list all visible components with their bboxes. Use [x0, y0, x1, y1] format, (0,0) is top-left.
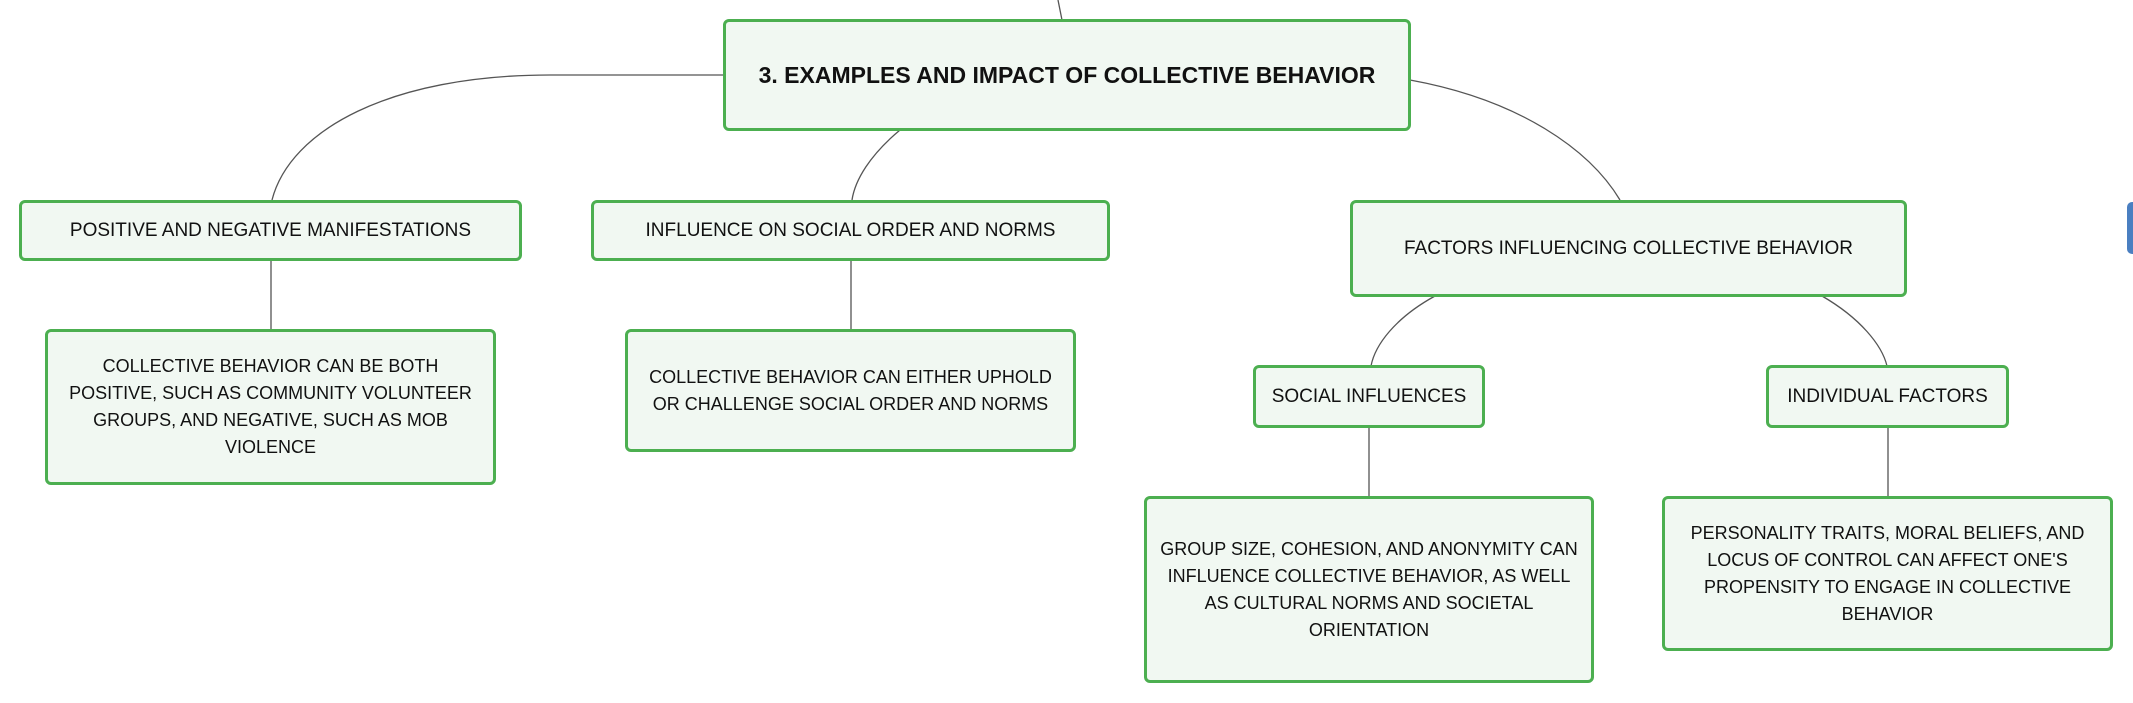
connector-root-parent [1057, 0, 1063, 21]
offscreen-node-edge[interactable] [2127, 202, 2133, 254]
root-topic-node[interactable]: 3. EXAMPLES AND IMPACT OF COLLECTIVE BEH… [723, 19, 1411, 131]
connector-root-to-social-order [851, 129, 901, 201]
connector-root-to-manifestations [271, 74, 724, 201]
detail-text: COLLECTIVE BEHAVIOR CAN BE BOTH POSITIVE… [69, 356, 472, 457]
topic-factors-influencing[interactable]: FACTORS INFLUENCING COLLECTIVE BEHAVIOR [1350, 200, 1907, 297]
detail-influence-social-order[interactable]: COLLECTIVE BEHAVIOR CAN EITHER UPHOLD OR… [625, 329, 1076, 452]
detail-text: COLLECTIVE BEHAVIOR CAN EITHER UPHOLD OR… [649, 366, 1052, 414]
detail-individual-factors[interactable]: PERSONALITY TRAITS, MORAL BELIEFS, AND L… [1662, 496, 2113, 651]
connector-factors-to-individual-factors [1821, 295, 1888, 367]
topic-label: INDIVIDUAL FACTORS [1787, 386, 1988, 407]
connector-root-to-factors [1409, 79, 1621, 201]
topic-social-influences[interactable]: SOCIAL INFLUENCES [1253, 365, 1485, 428]
topic-influence-social-order[interactable]: INFLUENCE ON SOCIAL ORDER AND NORMS [591, 200, 1110, 261]
connector-factors-to-social-influences [1370, 295, 1436, 367]
detail-social-influences[interactable]: GROUP SIZE, COHESION, AND ANONYMITY CAN … [1144, 496, 1594, 683]
topic-positive-negative-manifestations[interactable]: POSITIVE AND NEGATIVE MANIFESTATIONS [19, 200, 522, 261]
topic-label: FACTORS INFLUENCING COLLECTIVE BEHAVIOR [1403, 238, 1854, 259]
topic-label: SOCIAL INFLUENCES [1271, 386, 1467, 407]
detail-positive-negative-manifestations[interactable]: COLLECTIVE BEHAVIOR CAN BE BOTH POSITIVE… [45, 329, 496, 485]
root-topic-label: 3. EXAMPLES AND IMPACT OF COLLECTIVE BEH… [758, 61, 1376, 88]
topic-individual-factors[interactable]: INDIVIDUAL FACTORS [1766, 365, 2009, 428]
detail-text: GROUP SIZE, COHESION, AND ANONYMITY CAN … [1160, 538, 1578, 640]
topic-label: POSITIVE AND NEGATIVE MANIFESTATIONS [69, 220, 472, 241]
topic-label: INFLUENCE ON SOCIAL ORDER AND NORMS [645, 220, 1056, 241]
detail-text: PERSONALITY TRAITS, MORAL BELIEFS, AND L… [1690, 522, 2085, 624]
